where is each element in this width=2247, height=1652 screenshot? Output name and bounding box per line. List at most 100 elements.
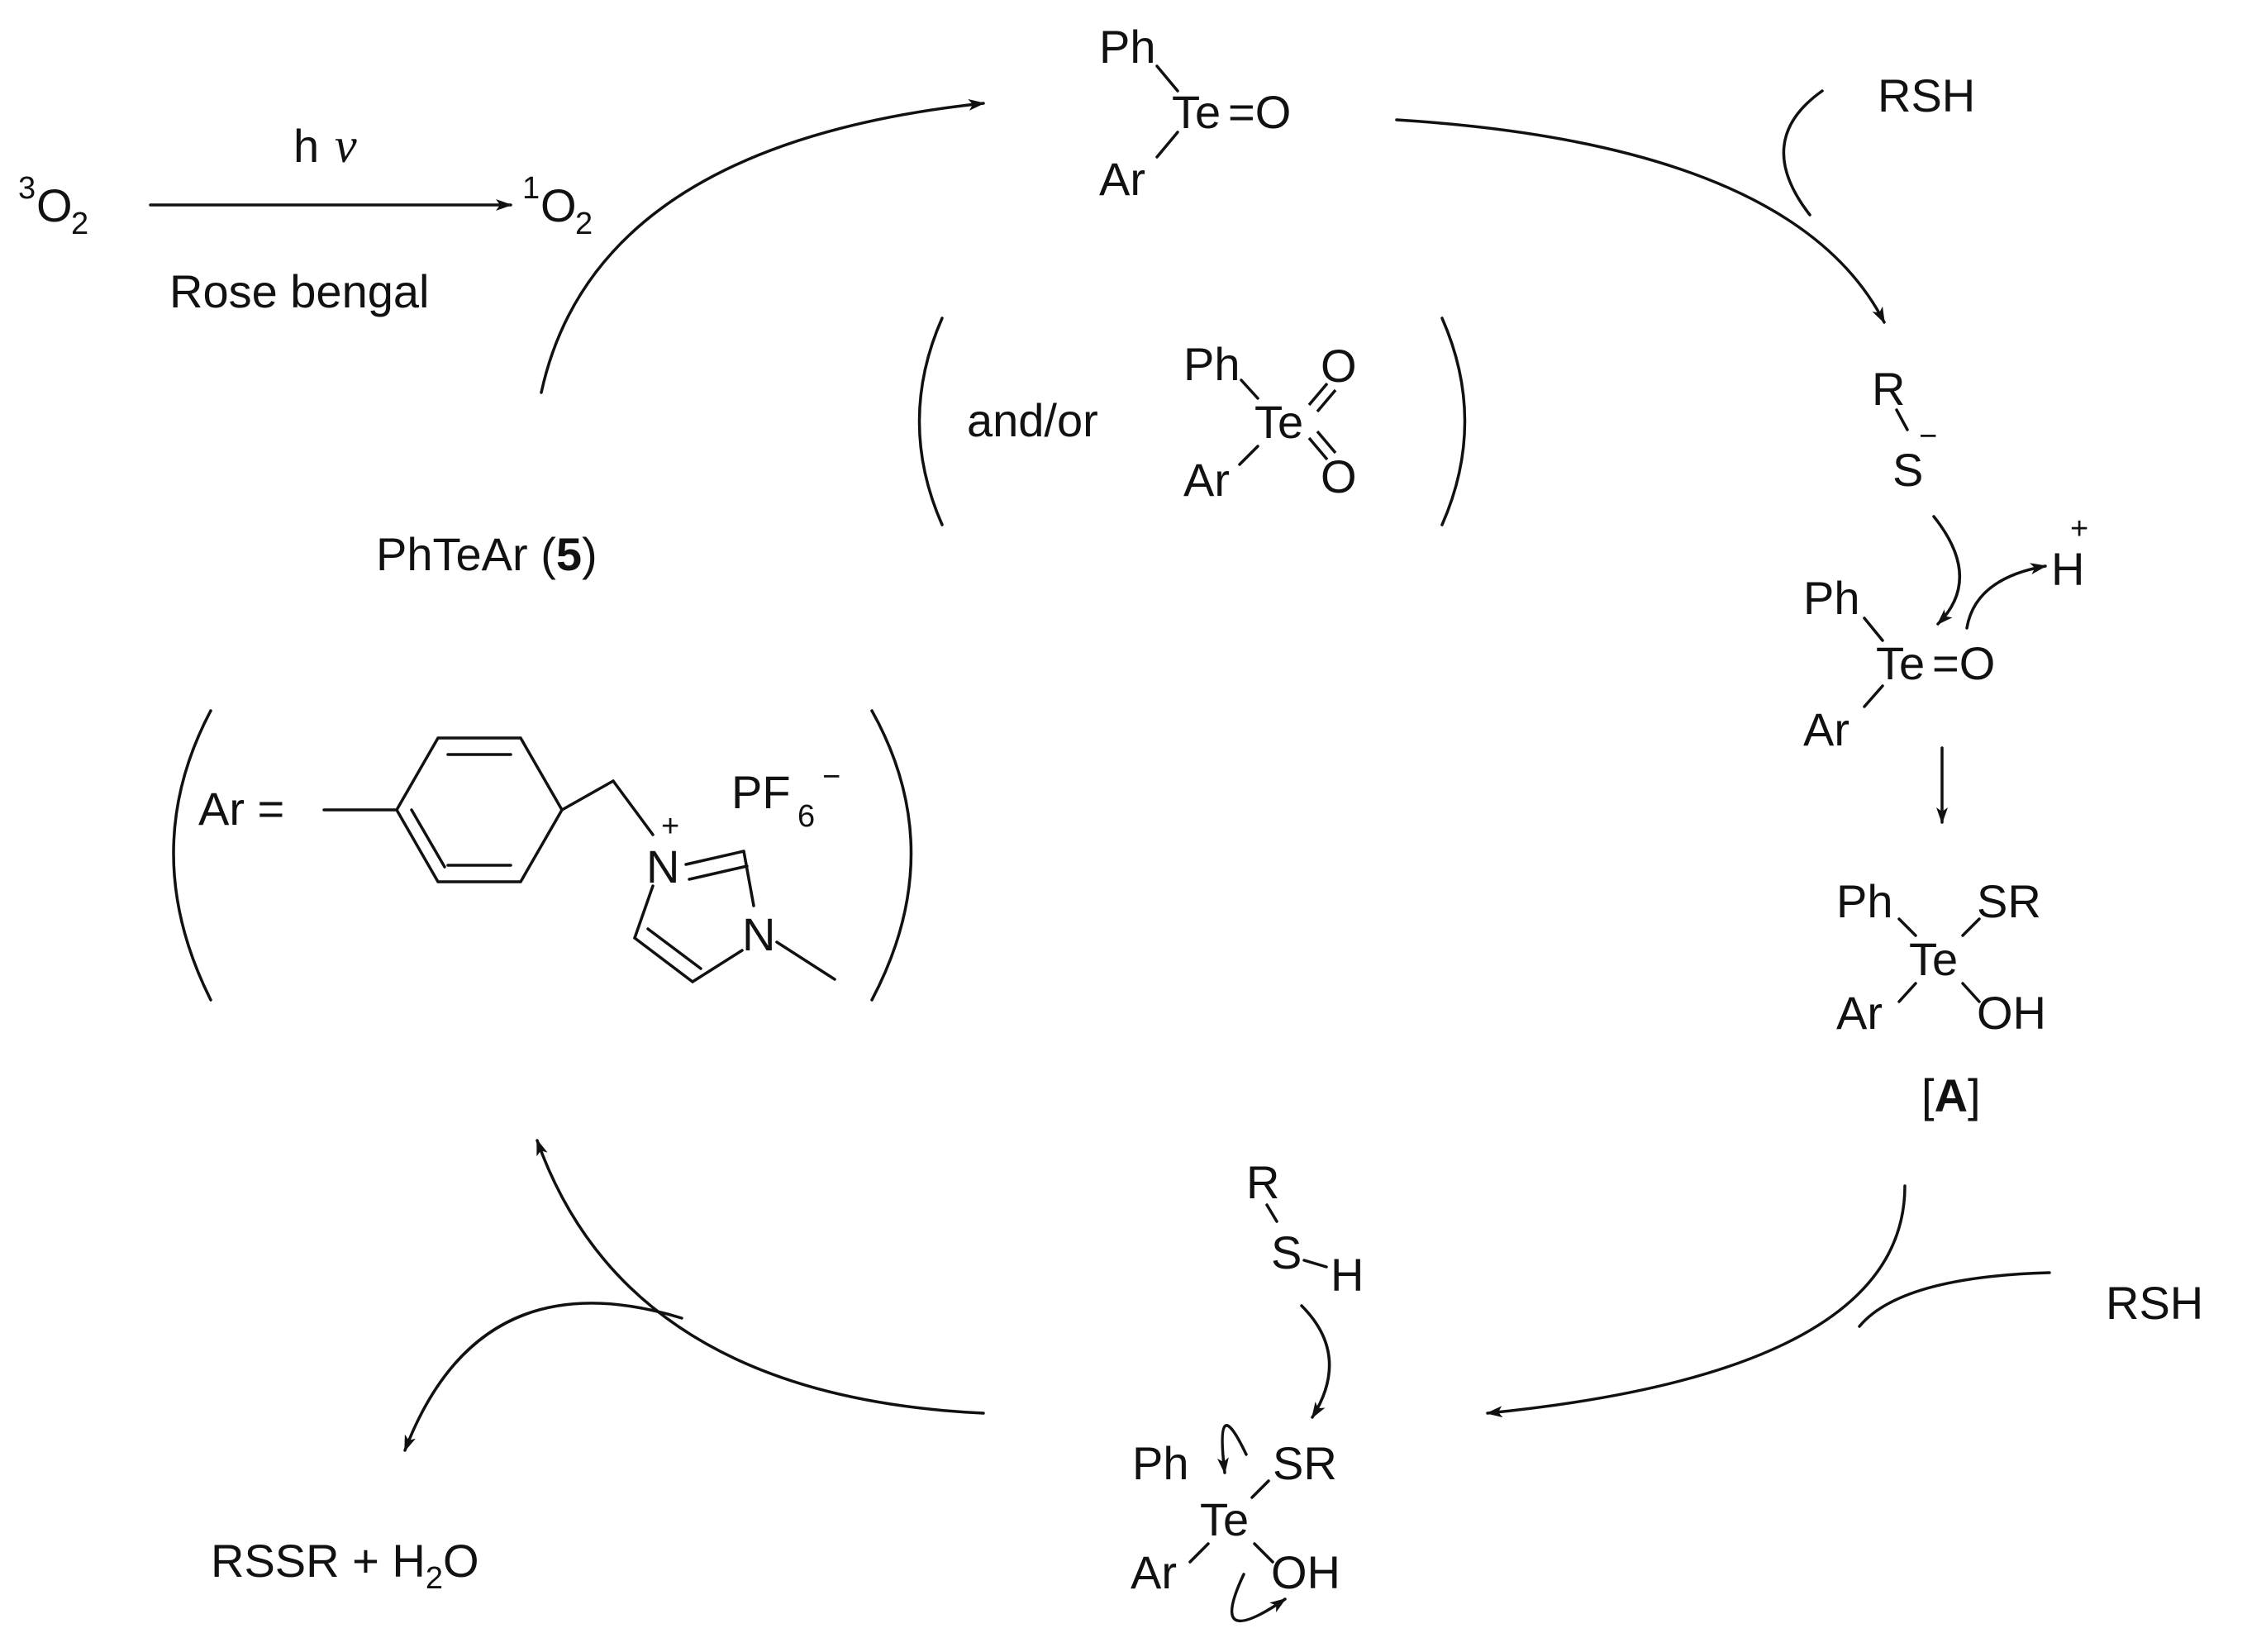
right-paren — [1440, 317, 1467, 526]
thiol-right: RSH — [2106, 1277, 2203, 1329]
oxo-label: O — [1321, 340, 1357, 392]
second-thiol-arrow — [1486, 1184, 1907, 1418]
oxidation-arrow — [540, 98, 985, 394]
attacking-thiol: R S H — [1246, 1156, 1364, 1301]
bond — [1253, 1542, 1274, 1564]
s-atom: S — [1271, 1226, 1302, 1278]
ar-label: Ar — [1099, 153, 1145, 205]
imidazolium-n-plus: N — [646, 840, 679, 893]
bond — [742, 850, 755, 907]
left-paren — [172, 709, 212, 1002]
products: RSSR + H2O — [211, 1535, 479, 1596]
electron-push-arrow-bottom — [1230, 1573, 1287, 1623]
sr-label: SR — [1273, 1437, 1337, 1489]
ar-equals-label: Ar = — [198, 783, 284, 835]
tellurone-alternative: and/or Ph Te O O Ar — [917, 317, 1467, 526]
h-atom: H — [1331, 1249, 1364, 1301]
oh-label: OH — [1977, 987, 2046, 1039]
rose-bengal-label: Rose bengal — [169, 265, 429, 317]
thiolate-telluroxide-complex: Ph Te =O Ar — [1803, 572, 1995, 755]
ph-label: Ph — [1836, 875, 1893, 927]
ph-label: Ph — [1803, 572, 1860, 624]
bottom-complex: Ph SR Te Ar OH — [1131, 1437, 1340, 1598]
thiol-addition-arrow — [1395, 118, 1886, 324]
ar-label: Ar — [1803, 703, 1849, 755]
bond — [1302, 1259, 1328, 1269]
proton-transfer-arrow — [1965, 563, 2047, 630]
bond — [1238, 445, 1259, 466]
proton: H — [2051, 543, 2084, 595]
positive-charge: + — [661, 809, 679, 844]
ar-label: Ar — [1131, 1546, 1177, 1598]
catalyst-label: PhTeAr (5) — [376, 528, 597, 580]
bond — [1155, 64, 1179, 93]
thiolate: R S − — [1872, 363, 1937, 496]
s-atom: S — [1892, 444, 1923, 496]
double-bond — [633, 936, 694, 983]
and-or-label: and/or — [967, 394, 1098, 446]
regeneration-arrow — [536, 1139, 985, 1415]
sr-label: SR — [1977, 875, 2041, 927]
oxo-label: =O — [1228, 86, 1291, 138]
ph-label: Ph — [1183, 338, 1240, 390]
bond — [1265, 1203, 1278, 1223]
thiol-top: RSH — [1878, 69, 1975, 121]
bond — [1188, 1542, 1210, 1564]
benzene-ring — [394, 736, 564, 883]
ph-label: Ph — [1099, 21, 1156, 73]
methylene-bond — [560, 779, 615, 812]
ar-label: Ar — [1183, 454, 1230, 506]
double-bond — [1316, 388, 1337, 413]
methylene-bond — [612, 779, 655, 836]
disulfide-release-arrow — [403, 1302, 683, 1452]
te-atom: Te — [1200, 1493, 1249, 1545]
left-paren — [917, 317, 944, 526]
nucleophilic-attack-arrow — [1932, 515, 1962, 626]
positive-charge: + — [2070, 512, 2088, 546]
double-bond — [1307, 382, 1329, 407]
oh-label: OH — [1271, 1546, 1340, 1598]
electron-push-arrow-top — [1216, 1424, 1248, 1474]
singlet-oxygen: 1O2 — [522, 171, 593, 241]
intermediate-a: Ph SR Te Ar OH [A] — [1836, 875, 2046, 1121]
bond — [1961, 917, 1981, 937]
bond — [1863, 684, 1884, 708]
double-bond — [1316, 430, 1337, 455]
te-atom: Te — [1909, 933, 1958, 985]
aromatic-bond — [410, 808, 446, 869]
negative-charge: − — [1919, 419, 1937, 454]
bond — [1897, 982, 1917, 1003]
imidazole-n-methyl: N — [742, 908, 775, 960]
double-bond — [646, 927, 702, 970]
double-bond — [1307, 436, 1329, 461]
oxo-label: O — [1321, 450, 1357, 502]
r-group: R — [1872, 363, 1905, 415]
te-atom: Te — [1254, 396, 1303, 448]
double-bond — [688, 864, 749, 881]
te-atom: Te — [1876, 637, 1925, 689]
ar-label: Ar — [1836, 987, 1883, 1039]
bond — [1961, 982, 1981, 1003]
intermediate-label: [A] — [1921, 1069, 1981, 1121]
bond — [1240, 378, 1259, 400]
thiol-attack-arrow — [1300, 1304, 1331, 1419]
double-bond — [684, 850, 745, 866]
thiol-entry-curve — [1782, 89, 1824, 217]
te-atom: Te — [1172, 86, 1221, 138]
bond — [691, 949, 744, 983]
bond — [1155, 131, 1179, 159]
r-group: R — [1246, 1156, 1279, 1208]
bond — [1863, 617, 1884, 642]
bond — [1250, 1479, 1270, 1499]
bond — [633, 884, 655, 940]
bond — [1897, 917, 1917, 937]
telluroxide: Ph Te =O Ar — [1099, 21, 1291, 205]
oxo-label: =O — [1932, 637, 1995, 689]
methyl-bond — [775, 940, 836, 981]
triplet-oxygen: 3O2 — [18, 171, 88, 241]
